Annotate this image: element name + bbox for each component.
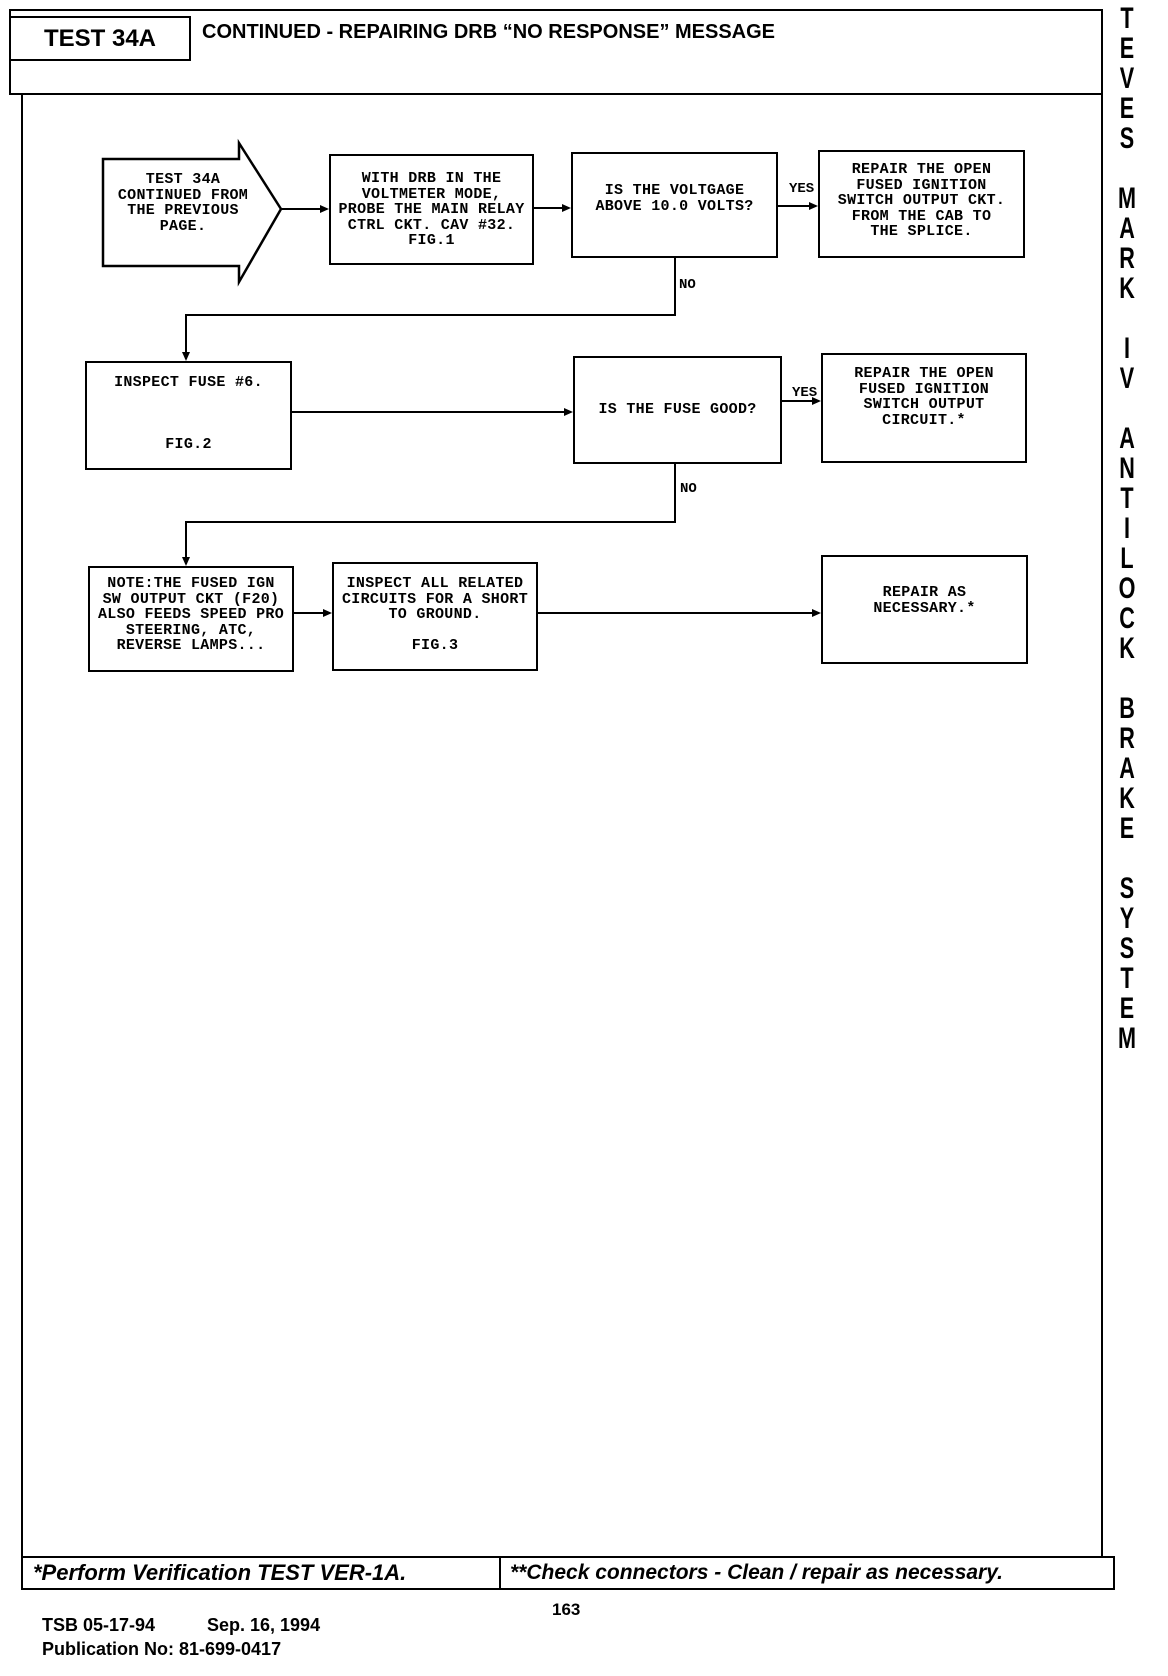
side-title-letter: K — [1119, 632, 1135, 665]
side-title-letter: T — [1120, 482, 1134, 515]
side-title-letter: A — [1119, 212, 1135, 245]
inspect-fuse-text: INSPECT FUSE #6. FIG.2 — [114, 374, 263, 453]
note-box: NOTE:THE FUSED IGN SW OUTPUT CKT (F20) A… — [88, 566, 294, 672]
side-title-letter: B — [1119, 692, 1135, 725]
no-label: NO — [680, 481, 697, 497]
side-title-letter: E — [1119, 92, 1135, 125]
tsb-date: Sep. 16, 1994 — [207, 1615, 321, 1635]
start-arrow-text: TEST 34A CONTINUED FROM THE PREVIOUS PAG… — [117, 171, 249, 235]
page-number: 163 — [552, 1600, 581, 1619]
test-id-box: TEST 34A — [9, 16, 191, 61]
side-title-letter: R — [1119, 722, 1135, 755]
publication-number: Publication No: 81-699-0417 — [42, 1639, 282, 1659]
side-title-letter: K — [1119, 782, 1135, 815]
arrowhead — [809, 202, 818, 210]
repair-cab-to-splice-box: REPAIR THE OPEN FUSED IGNITION SWITCH OU… — [818, 150, 1025, 258]
side-title-letter: A — [1119, 752, 1135, 785]
side-title-letter: I — [1123, 332, 1131, 365]
arrowhead — [320, 205, 329, 213]
inspect-circuits-text: INSPECT ALL RELATED CIRCUITS FOR A SHORT… — [341, 575, 529, 654]
page-title: CONTINUED - REPAIRING DRB “NO RESPONSE” … — [202, 21, 776, 43]
probe-step-text: WITH DRB IN THE VOLTMETER MODE, PROBE TH… — [338, 170, 525, 249]
side-title-letter: R — [1119, 242, 1135, 275]
repair-circuit-text: REPAIR THE OPEN FUSED IGNITION SWITCH OU… — [854, 365, 994, 429]
side-title-letter: S — [1119, 932, 1135, 965]
connector-note-text: **Check connectors - Clean / repair as n… — [510, 1561, 1003, 1584]
side-title-letter: E — [1119, 812, 1135, 845]
fuse-question-text: IS THE FUSE GOOD? — [598, 401, 757, 418]
side-title-letter: E — [1119, 992, 1135, 1025]
repair-as-necessary-box: REPAIR AS NECESSARY.* — [821, 555, 1028, 664]
side-title-letter: V — [1119, 362, 1135, 395]
verification-note: *Perform Verification TEST VER-1A. — [21, 1556, 501, 1590]
voltage-question-text: IS THE VOLTGAGE ABOVE 10.0 VOLTS? — [595, 182, 754, 215]
main-frame — [21, 93, 1103, 1558]
side-title-letter: I — [1123, 512, 1131, 545]
inspect-circuits-box: INSPECT ALL RELATED CIRCUITS FOR A SHORT… — [332, 562, 538, 671]
side-title-letter: O — [1118, 572, 1136, 605]
side-title-letter: K — [1119, 272, 1135, 305]
repair-circuit-box: REPAIR THE OPEN FUSED IGNITION SWITCH OU… — [821, 353, 1027, 463]
arrowhead — [182, 352, 190, 361]
arrowhead — [323, 609, 332, 617]
no-label: NO — [679, 277, 696, 293]
side-title-letter: Y — [1119, 902, 1135, 935]
repair-as-necessary-text: REPAIR AS NECESSARY.* — [873, 584, 976, 617]
arrowhead — [564, 408, 573, 416]
side-title-letter: T — [1120, 2, 1134, 35]
arrowhead — [562, 204, 571, 212]
side-title-letter: N — [1119, 452, 1135, 485]
side-title-letter: E — [1119, 32, 1135, 65]
arrowhead — [182, 557, 190, 566]
note-text: NOTE:THE FUSED IGN SW OUTPUT CKT (F20) A… — [97, 575, 285, 654]
tsb-number: TSB 05-17-94 — [42, 1615, 156, 1635]
repair-cab-to-splice-text: REPAIR THE OPEN FUSED IGNITION SWITCH OU… — [837, 161, 1006, 240]
side-title-letter: T — [1120, 962, 1134, 995]
connector-line — [185, 258, 676, 359]
side-title-letter: S — [1119, 872, 1135, 905]
side-title-letter: S — [1119, 122, 1135, 155]
voltage-question-box: IS THE VOLTGAGE ABOVE 10.0 VOLTS? — [571, 152, 778, 258]
side-title-letter: C — [1119, 602, 1135, 635]
side-title-letter: M — [1118, 182, 1136, 215]
start-arrow-shape — [101, 138, 283, 287]
connector-line — [185, 464, 676, 564]
verification-note-text: *Perform Verification TEST VER-1A. — [33, 1560, 407, 1585]
inspect-fuse-box: INSPECT FUSE #6. FIG.2 — [85, 361, 292, 470]
connector-note: **Check connectors - Clean / repair as n… — [499, 1556, 1115, 1590]
side-title-letter: V — [1119, 62, 1135, 95]
fuse-question-box: IS THE FUSE GOOD? — [573, 356, 782, 464]
side-title-letter: L — [1120, 542, 1134, 575]
arrowhead — [812, 609, 821, 617]
side-title-letter: M — [1118, 1022, 1136, 1055]
arrowhead — [812, 397, 821, 405]
yes-label: YES — [792, 385, 818, 401]
side-title-letter: A — [1119, 422, 1135, 455]
yes-label: YES — [789, 181, 815, 197]
probe-step-box: WITH DRB IN THE VOLTMETER MODE, PROBE TH… — [329, 154, 534, 265]
